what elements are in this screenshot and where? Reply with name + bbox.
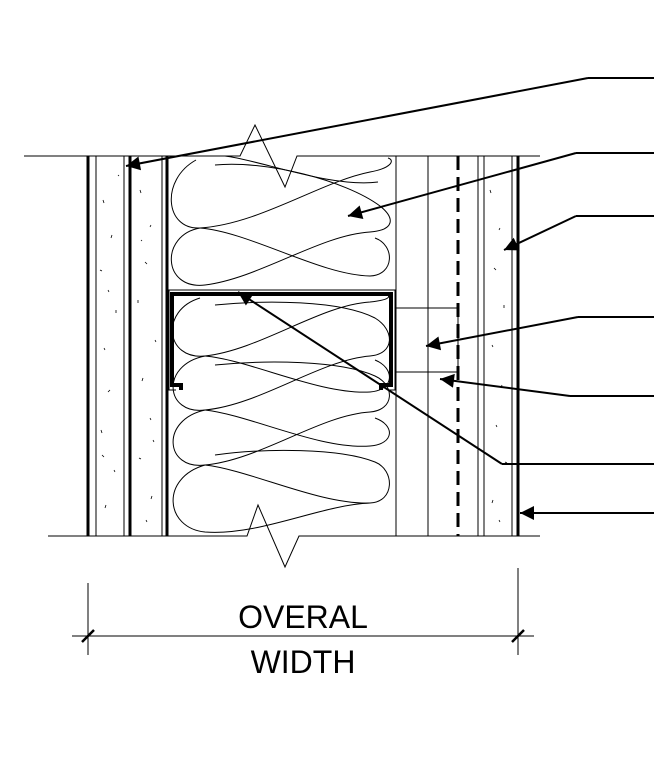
gypsum-stipple-right — [489, 189, 508, 523]
wall-assembly — [24, 123, 540, 655]
leader-right-gypsum — [503, 215, 654, 251]
leader-batt-insulation — [347, 152, 654, 220]
steel-c-channel — [168, 289, 396, 391]
leader-rigid-insulation — [425, 316, 654, 351]
left-gypsum-board-layers — [86, 156, 169, 536]
overall-width-dimension — [72, 568, 534, 655]
dimension-label-line2: WIDTH — [251, 644, 356, 680]
leader-lines — [125, 77, 654, 520]
leader-vapor-barrier — [439, 373, 654, 397]
dimension-label-line1: OVERAL — [238, 599, 368, 635]
gypsum-stipple-left — [99, 174, 157, 523]
top-break-line — [24, 123, 540, 189]
right-gypsum-board-layer — [489, 156, 520, 536]
leader-exterior-gypsum — [125, 77, 654, 171]
bottom-break-line — [48, 503, 540, 569]
right-framing-lines — [395, 156, 485, 536]
leader-steel-channel — [237, 291, 654, 465]
rigid-insulation-block — [395, 307, 459, 373]
